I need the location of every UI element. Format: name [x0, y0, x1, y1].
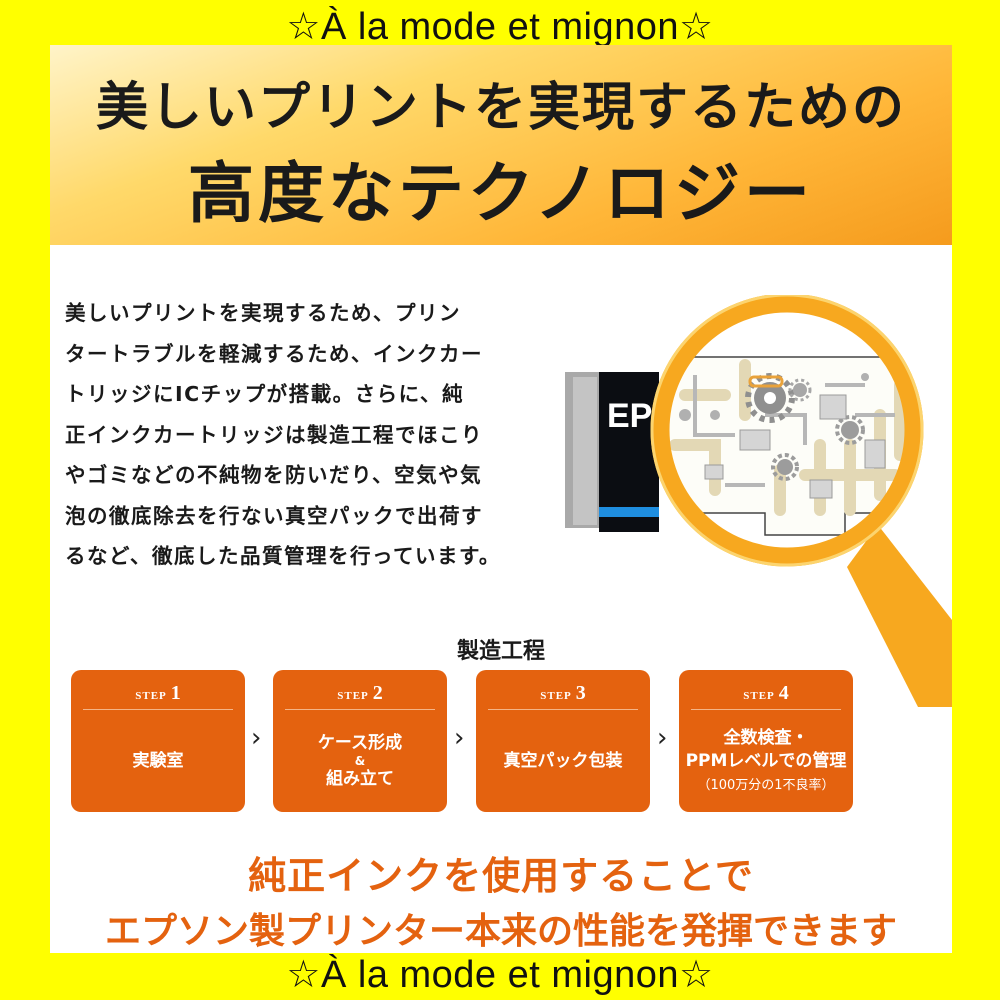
step-word: STEP	[743, 690, 775, 702]
process-heading: 製造工程	[456, 639, 545, 664]
step-text: &	[354, 753, 366, 768]
step-number: 3	[575, 682, 586, 704]
divider	[83, 709, 233, 710]
step-note: （100万分の1不良率）	[697, 777, 835, 793]
step-number: 2	[372, 682, 383, 704]
title-line-2: 高度なテクノロジー	[187, 155, 815, 232]
step-text: 組み立て	[326, 769, 394, 790]
chevron-right-icon: ›	[454, 723, 465, 753]
magnifier-ring	[650, 295, 924, 567]
description-line: やゴミなどの不純物を防いだり、空気や気	[65, 463, 483, 487]
step-body: 真空パック包装	[476, 710, 650, 812]
description-line: 泡の徹底除去を行ない真空パックで出荷す	[65, 503, 483, 528]
description-line: トリッジにICチップが搭載。さらに、純	[65, 382, 465, 406]
step-word: STEP	[337, 690, 369, 702]
step-text: ケース形成	[317, 732, 403, 753]
step-text: PPMレベルでの管理	[685, 750, 847, 771]
step-text: 真空パック包装	[503, 750, 623, 771]
step-text: 実験室	[132, 750, 184, 771]
brand-watermark-bottom: ☆À la mode et mignon☆	[286, 954, 714, 996]
description-line: 美しいプリントを実現するため、プリン	[65, 301, 461, 325]
step-number: 1	[170, 682, 181, 704]
step-word: STEP	[540, 690, 572, 702]
step-word: STEP	[135, 690, 167, 702]
gear-icon	[771, 453, 799, 481]
description-line: 正インクカートリッジは製造工程でほこり	[65, 422, 483, 447]
title-line-1: 美しいプリントを実現するための	[95, 78, 906, 138]
step-body: 実験室	[71, 710, 245, 812]
footer-line-2: エプソン製プリンター本来の性能を発揮できます	[104, 911, 897, 952]
brand-watermark-top: ☆À la mode et mignon☆	[286, 6, 714, 48]
step-number: 4	[778, 682, 789, 704]
ic-chip-magnifier-illustration: EP	[565, 295, 952, 707]
chevron-right-icon: ›	[251, 723, 262, 753]
chevron-right-icon: ›	[657, 723, 668, 753]
content-panel: 美しいプリントを実現するための 高度なテクノロジー 美しいプリントを実現するため…	[50, 45, 952, 953]
gear-icon	[835, 415, 865, 445]
magnifier-handle	[847, 525, 952, 707]
divider	[691, 709, 841, 710]
divider	[285, 709, 435, 710]
divider	[488, 709, 638, 710]
ink-cartridge-image: EP	[565, 372, 659, 532]
step-body: 全数検査・ PPMレベルでの管理 （100万分の1不良率）	[679, 710, 853, 812]
cartridge-label: EP	[607, 397, 652, 435]
description-line: タートラブルを軽減するため、インクカー	[65, 341, 483, 366]
description-text: 美しいプリントを実現するため、プリン タートラブルを軽減するため、インクカー ト…	[65, 293, 535, 577]
step-text: 全数検査・	[723, 728, 809, 749]
step-body: ケース形成 & 組み立て	[273, 710, 447, 812]
description-line: るなど、徹底した品質管理を行っています。	[65, 544, 501, 568]
title-banner: 美しいプリントを実現するための 高度なテクノロジー	[50, 45, 952, 245]
footer-line-1: 純正インクを使用することで	[248, 854, 754, 898]
gear-icon	[788, 378, 812, 402]
